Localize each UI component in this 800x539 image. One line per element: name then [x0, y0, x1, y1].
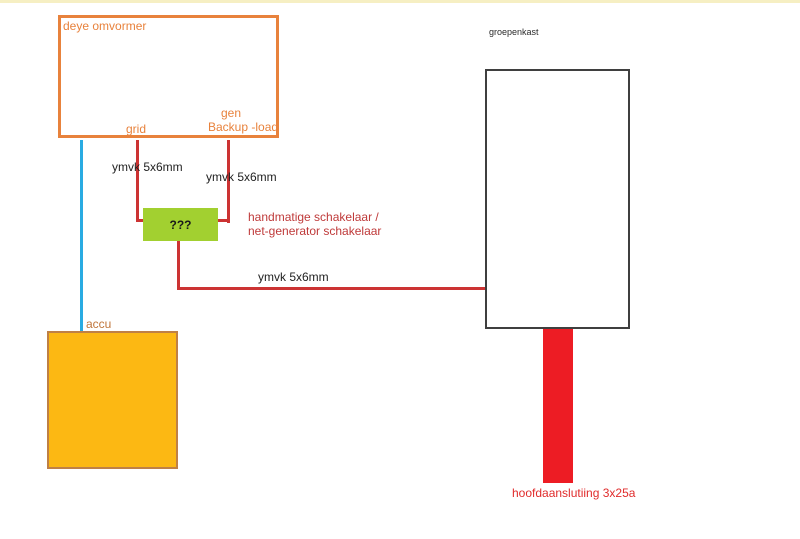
grid-cable-line-connector — [136, 219, 145, 222]
transfer-switch-note-line2: net-generator schakelaar — [248, 224, 382, 238]
grid-cable-line-vertical — [136, 140, 139, 222]
inverter-label: deye omvormer — [63, 19, 147, 33]
battery-label: accu — [86, 317, 112, 331]
grid-cable-label: ymvk 5x6mm — [112, 160, 183, 174]
gen-cable-line-connector — [217, 219, 230, 222]
panel-label: groepenkast — [489, 27, 539, 37]
top-edge-strip — [0, 0, 800, 3]
gen-cable-line-vertical — [227, 140, 230, 223]
inverter-grid-port-label: grid — [126, 122, 147, 136]
inverter-gen-port-label: gen — [221, 106, 242, 120]
switch-output-line-vertical — [177, 241, 180, 290]
inverter-box — [58, 15, 279, 138]
transfer-switch-box: ??? — [143, 208, 218, 241]
battery-box — [47, 331, 178, 469]
panel-box — [485, 69, 630, 329]
main-connection-bar — [543, 329, 573, 483]
gen-cable-label: ymvk 5x6mm — [206, 170, 277, 184]
transfer-switch-label: ??? — [169, 217, 192, 232]
panel-cable-label: ymvk 5x6mm — [258, 270, 329, 284]
panel-cable-line-horizontal — [177, 287, 502, 290]
inverter-backup-port-label: Backup -load — [208, 120, 279, 134]
transfer-switch-note-line1: handmatige schakelaar / — [248, 210, 379, 224]
transfer-switch-note: handmatige schakelaar / net-generator sc… — [248, 210, 381, 238]
battery-cable-line — [80, 140, 83, 331]
main-connection-label: hoofdaanslutiing 3x25a — [512, 486, 636, 500]
